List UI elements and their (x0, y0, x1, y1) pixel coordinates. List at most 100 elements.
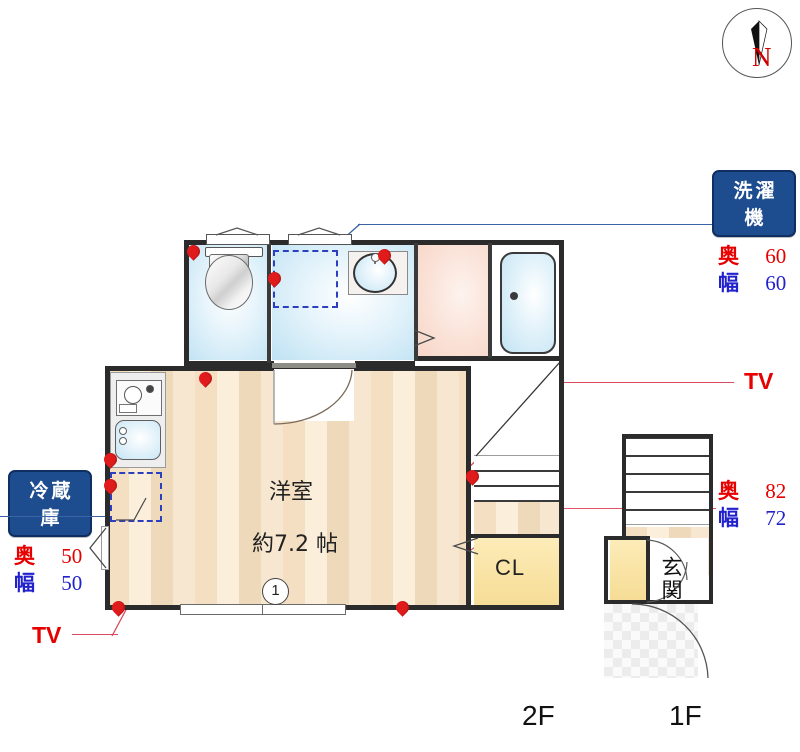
window-washroom (288, 234, 352, 245)
closet-door-arrow-icon (452, 537, 479, 555)
wall-right-outer (559, 356, 564, 610)
wall-1f-hall-bottom-left (604, 600, 650, 604)
washing-machine-leader-horizontal (358, 224, 712, 225)
wall-1f-hall-bottom-right (646, 600, 713, 604)
washing-machine-depth: 奥 60 (712, 243, 796, 270)
refrigerator-title: 冷蔵庫 (8, 470, 92, 537)
door-swing-arc-main (273, 369, 353, 425)
wall-1f-stairs-right (709, 434, 713, 540)
stairwell-2f (474, 360, 560, 500)
stair-landing-floor-2f (474, 500, 560, 536)
compass-north-letter: N (752, 42, 772, 72)
washing-machine-depth-key: 奥 (718, 244, 739, 268)
sliding-window-right (262, 604, 346, 615)
door-header-sill (272, 363, 356, 368)
compass-rose: N (722, 8, 794, 80)
stair-step-line-1f-2 (625, 455, 710, 457)
stair-step-line-1f-6 (625, 524, 710, 526)
left-door-leaf (101, 526, 109, 570)
entrance-label-text: 玄関 (659, 556, 683, 602)
entrance-label: 玄関 (659, 556, 683, 606)
tv-left-leader-diagonal (111, 605, 129, 637)
wall-1f-hall-right (709, 540, 713, 604)
bath-door-arrow-icon (413, 329, 436, 347)
refrigerator-footprint (110, 472, 162, 522)
closet-label: CL (495, 555, 526, 580)
bathtub-drain-icon (510, 292, 518, 300)
wall-right-bottom (466, 605, 564, 610)
window-toilet-awning-icon (215, 227, 259, 236)
floor-plan-2f: 洋室 約7.2 帖 1 CL (89, 227, 564, 617)
kitchen-faucet-a-icon (119, 427, 127, 435)
floor-label-2f: 2F (522, 700, 555, 731)
washing-machine-label-group: 洗濯機 奥 60 幅 60 (712, 170, 796, 297)
stair-step-line-2f-3 (474, 485, 560, 487)
wall-washroom-bath-partition (414, 243, 418, 361)
wall-main-top (105, 366, 470, 371)
refrigerator-symbol-icon (116, 497, 147, 521)
stair-step-line-2f-2 (474, 470, 560, 472)
tv-label-bottom-left: TV (32, 622, 62, 648)
stair-width: 幅 72 (718, 505, 786, 532)
kitchen-faucet-b-icon (119, 437, 127, 445)
entrance-door-swing-arc (631, 603, 709, 679)
door-opening-fill (274, 369, 354, 421)
refrigerator-depth-key: 奥 (14, 544, 35, 568)
stair-width-value: 72 (765, 506, 787, 530)
refrigerator-width-key: 幅 (14, 571, 35, 595)
stairwell-1f (625, 437, 710, 527)
stair-dims-group: 奥 82 幅 72 (718, 478, 786, 532)
range-burner-small-icon (146, 385, 154, 393)
refrigerator-width: 幅 50 (8, 570, 92, 597)
washing-machine-title: 洗濯機 (712, 170, 796, 237)
wall-upper-top (184, 240, 564, 245)
stair-direction-line-2f (475, 361, 561, 457)
wall-1f-stairs-top (622, 434, 713, 438)
wall-1f-shoebox-right (646, 540, 650, 602)
washing-machine-width-value: 60 (765, 271, 787, 295)
wall-bath-partition (488, 243, 492, 358)
stair-step-line-1f-5 (625, 509, 710, 511)
refrigerator-leader-horizontal (0, 516, 112, 517)
western-room-size: 約7.2 帖 (252, 532, 338, 557)
wall-toilet-partition (267, 243, 271, 363)
wall-upper-left (184, 240, 189, 366)
tv-label-right: TV (744, 368, 774, 394)
wall-upper-right (559, 240, 564, 360)
bath-anteroom-floor (418, 243, 490, 356)
wall-upper-bottom-mid (355, 361, 415, 366)
left-door-arrow-icon (89, 527, 107, 569)
wall-1f-hall-top-left (604, 536, 650, 540)
stair-step-line-2f-4 (474, 500, 560, 502)
refrigerator-label-group: 冷蔵庫 奥 50 幅 50 (8, 470, 92, 597)
tv-left-leader-horizontal (72, 634, 118, 635)
refrigerator-width-value: 50 (61, 571, 83, 595)
floor-plan-1f: 玄関 (604, 434, 713, 679)
wall-closet-top (470, 534, 562, 538)
stair-depth: 奥 82 (718, 478, 786, 505)
refrigerator-depth: 奥 50 (8, 543, 92, 570)
window-toilet (206, 234, 270, 245)
washing-machine-width: 幅 60 (712, 270, 796, 297)
shoe-cabinet (610, 540, 646, 600)
window-washroom-awning-icon (297, 227, 341, 236)
wall-main-right-inner (466, 366, 471, 610)
wall-1f-hall-left (604, 536, 608, 604)
wall-upper-bottom-left (184, 361, 274, 366)
bathtub-icon (500, 252, 556, 354)
entrance-exterior-tiles (604, 604, 698, 678)
stair-step-line-1f-4 (625, 491, 710, 493)
stair-step-line-1f-3 (625, 473, 710, 475)
wall-1f-stairs-left (622, 434, 626, 540)
closet-floor (474, 538, 560, 608)
stair-depth-value: 82 (765, 479, 787, 503)
range-burner-large-icon (124, 386, 142, 404)
stair-width-key: 幅 (718, 506, 739, 530)
range-grill-icon (119, 404, 137, 413)
compass-needle-icon (751, 20, 768, 66)
floor-label-1f: 1F (669, 700, 702, 731)
wall-upper-bottom-right (415, 356, 564, 361)
stair-step-line-2f-1 (474, 455, 560, 457)
hall-door-swing-arc-2 (646, 561, 688, 603)
washing-machine-width-key: 幅 (718, 271, 739, 295)
